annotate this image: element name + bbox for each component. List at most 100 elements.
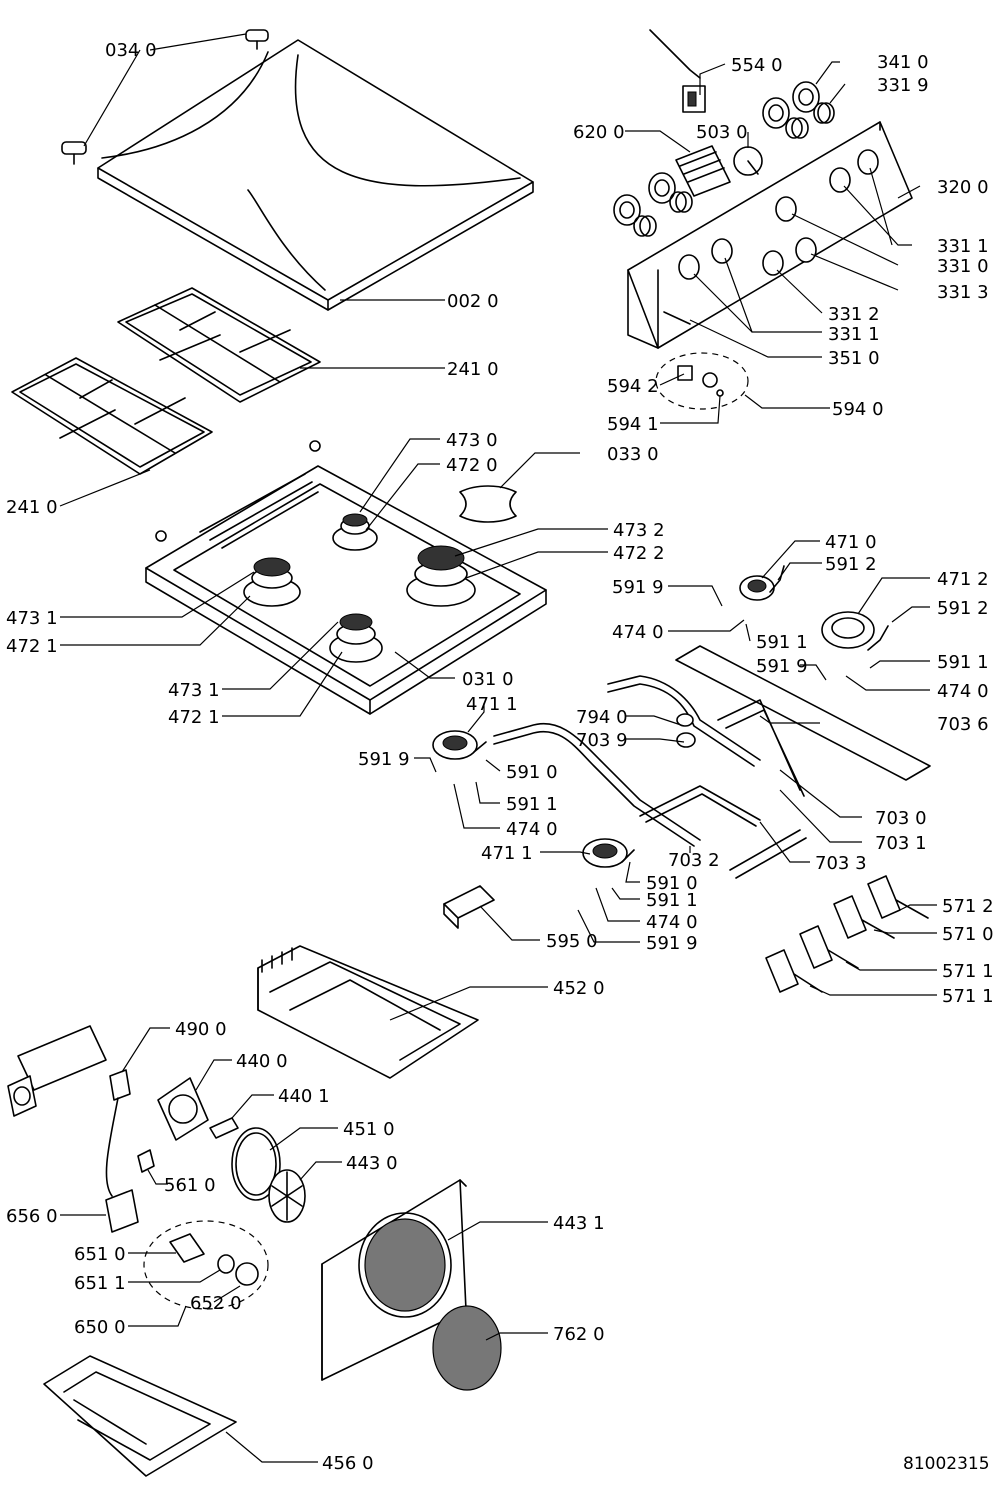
burner-473-0-472-0 (332, 513, 378, 551)
knob-341-0 (792, 81, 820, 113)
label-591-2-right: 591 2 (937, 598, 989, 619)
label-241-0-front: 241 0 (6, 497, 58, 518)
label-571-1-upper: 571 1 (942, 961, 994, 982)
thermostat-554-0 (649, 29, 706, 113)
label-490-0: 490 0 (175, 1019, 227, 1040)
knobs-left-group (613, 172, 693, 237)
sensor-561-0 (137, 1149, 155, 1173)
label-474-0-mid: 474 0 (506, 819, 558, 840)
lid-002-0 (97, 39, 534, 311)
terminal-block-595-0 (443, 885, 495, 929)
fan-blade-443-0 (268, 1169, 306, 1223)
label-351-0: 351 0 (828, 348, 880, 369)
label-443-1: 443 1 (553, 1213, 605, 1234)
label-471-1-lower: 471 1 (481, 843, 533, 864)
label-331-1-upper: 331 1 (937, 236, 989, 257)
label-703-2: 703 2 (668, 850, 720, 871)
label-591-1-lower: 591 1 (646, 890, 698, 911)
label-571-1-lower: 571 1 (942, 986, 994, 1007)
label-591-1-upper: 591 1 (756, 632, 808, 653)
label-034-0: 034 0 (105, 40, 157, 61)
label-474-0-lower: 474 0 (646, 912, 698, 933)
pan-support-241-0-front (11, 357, 213, 475)
label-591-9-right: 591 9 (756, 656, 808, 677)
label-474-0-right: 474 0 (937, 681, 989, 702)
label-652-0: 652 0 (190, 1293, 242, 1314)
bottom-element-456-0 (43, 1355, 237, 1477)
label-331-3: 331 3 (937, 282, 989, 303)
label-331-2: 331 2 (828, 304, 880, 325)
label-591-9-upper: 591 9 (612, 577, 664, 598)
hinge-034-0-left (61, 141, 87, 165)
label-471-1-upper: 471 1 (466, 694, 518, 715)
label-473-0: 473 0 (446, 430, 498, 451)
label-591-2-upper: 591 2 (825, 554, 877, 575)
wok-ring-033-0 (459, 485, 517, 523)
gas-pipes-703 (493, 645, 931, 879)
label-650-0: 650 0 (74, 1317, 126, 1338)
label-703-6: 703 6 (937, 714, 989, 735)
gasket-440-1 (209, 1117, 239, 1139)
oven-back-panel-443-1 (321, 1179, 467, 1381)
label-594-0: 594 0 (832, 399, 884, 420)
label-620-0: 620 0 (573, 122, 625, 143)
burner-cup-471-2 (821, 611, 889, 651)
label-472-2: 472 2 (613, 543, 665, 564)
label-594-2: 594 2 (607, 376, 659, 397)
part-labels: 034 0 002 0 241 0 241 0 554 0 341 0 331 … (6, 40, 994, 1474)
label-571-2: 571 2 (942, 896, 994, 917)
burner-cup-471-1-upper (432, 730, 487, 760)
burner-473-1-472-1-left (243, 557, 301, 607)
label-594-1: 594 1 (607, 414, 659, 435)
burner-473-2-472-2 (406, 545, 476, 607)
label-656-0: 656 0 (6, 1206, 58, 1227)
label-331-1-lower: 331 1 (828, 324, 880, 345)
plug-490-0 (105, 1069, 131, 1197)
label-473-1-left: 473 1 (6, 608, 58, 629)
fan-housing-440-0 (157, 1077, 209, 1141)
lamp-assembly-650-0 (143, 1220, 269, 1310)
burner-473-1-472-1-front (329, 613, 383, 663)
label-651-0: 651 0 (74, 1244, 126, 1265)
mesh-filter-762-0 (432, 1305, 502, 1391)
label-651-1: 651 1 (74, 1273, 126, 1294)
hob-031-0 (145, 440, 547, 715)
fan-motor-490-0 (7, 1025, 107, 1117)
label-474-0-upper: 474 0 (612, 622, 664, 643)
label-471-0: 471 0 (825, 532, 877, 553)
label-571-0: 571 0 (942, 924, 994, 945)
gas-taps-571 (765, 875, 929, 993)
label-002-0: 002 0 (447, 291, 499, 312)
label-241-0-rear: 241 0 (447, 359, 499, 380)
selector-switch-620-0 (675, 145, 731, 197)
label-473-2: 473 2 (613, 520, 665, 541)
label-331-9: 331 9 (877, 75, 929, 96)
label-320-0: 320 0 (937, 177, 989, 198)
hinge-034-0-top (245, 29, 269, 50)
leader-lines (59, 33, 937, 1463)
label-591-0-lower: 591 0 (646, 873, 698, 894)
label-703-0: 703 0 (875, 808, 927, 829)
circular-element-451-0 (231, 1127, 281, 1201)
label-456-0: 456 0 (322, 1453, 374, 1474)
pan-support-241-0-rear (117, 287, 321, 403)
label-595-0: 595 0 (546, 931, 598, 952)
label-703-1: 703 1 (875, 833, 927, 854)
spring-331-9 (813, 102, 835, 124)
label-451-0: 451 0 (343, 1119, 395, 1140)
label-443-0: 443 0 (346, 1153, 398, 1174)
label-440-0: 440 0 (236, 1051, 288, 1072)
burner-cup-471-1-lower (582, 838, 635, 868)
document-number: 81002315 (903, 1454, 990, 1474)
label-471-2: 471 2 (937, 569, 989, 590)
label-472-1-left: 472 1 (6, 636, 58, 657)
label-591-9-mid: 591 9 (358, 749, 410, 770)
label-033-0: 033 0 (607, 444, 659, 465)
label-031-0: 031 0 (462, 669, 514, 690)
label-561-0: 561 0 (164, 1175, 216, 1196)
timer-503-0 (733, 146, 763, 176)
label-341-0: 341 0 (877, 52, 929, 73)
label-554-0: 554 0 (731, 55, 783, 76)
label-591-1-mid: 591 1 (506, 794, 558, 815)
